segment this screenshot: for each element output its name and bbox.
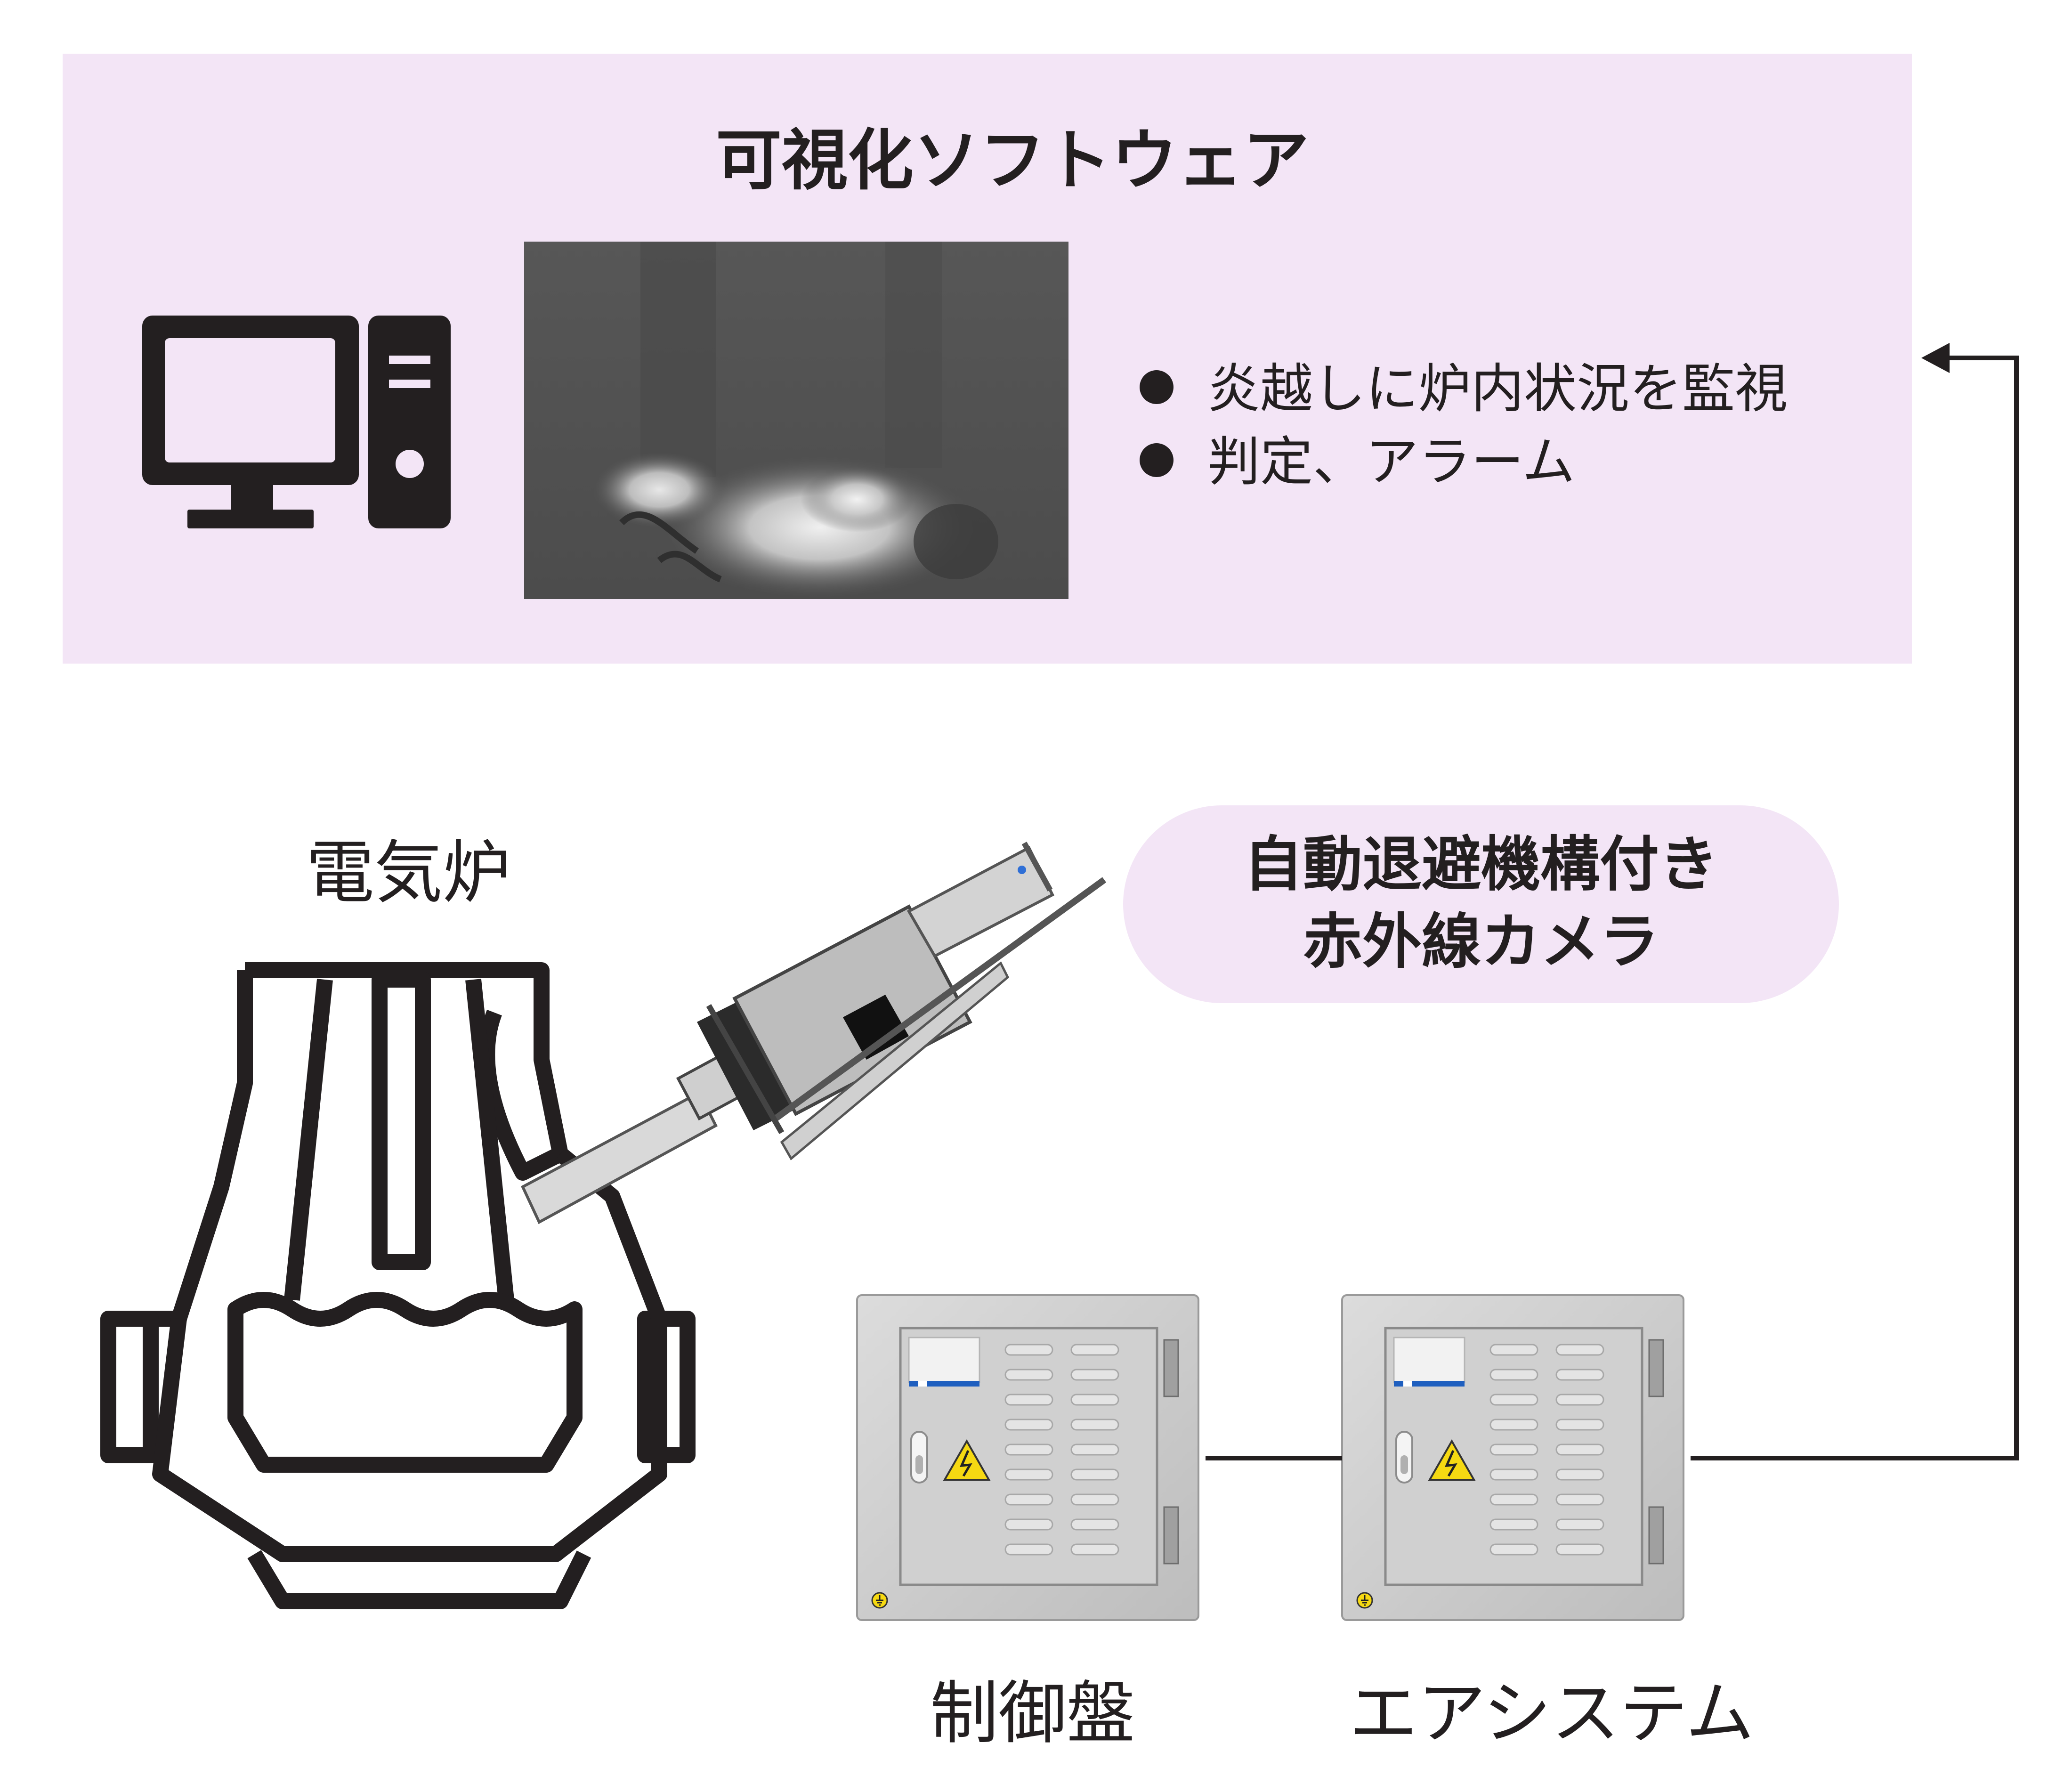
infrared-camera-icon — [521, 842, 1107, 1225]
air-system-cabinet — [1342, 1295, 1684, 1620]
camera-label-line1: 自動退避機構付き — [1244, 830, 1718, 899]
furnace-label: 電気炉 — [306, 833, 511, 913]
bullet-dot-icon — [1140, 443, 1174, 477]
bullet-text: 判定、アラーム — [1207, 431, 1575, 493]
air-system-label: エアシステム — [1349, 1674, 1754, 1753]
electric-furnace-icon — [100, 962, 696, 1609]
arrow-head-icon — [1921, 343, 1950, 373]
bullet-dot-icon — [1140, 370, 1174, 404]
camera-label-pill: 自動退避機構付き 赤外線カメラ — [1123, 805, 1839, 1003]
bullet-item-2: 判定、アラーム — [1140, 436, 1575, 488]
software-title: 可視化ソフトウェア — [715, 122, 1309, 199]
camera-label-line2: 赤外線カメラ — [1303, 907, 1659, 976]
bullet-item-1: 炎越しに炉内状況を監視 — [1140, 363, 1788, 415]
infrared-image — [524, 242, 1068, 599]
desktop-computer-icon — [142, 316, 451, 528]
bullet-text: 炎越しに炉内状況を監視 — [1207, 358, 1788, 420]
feedback-line — [1691, 356, 2019, 1460]
control-panel-label: 制御盤 — [930, 1674, 1135, 1753]
control-panel-cabinet — [857, 1295, 1198, 1620]
